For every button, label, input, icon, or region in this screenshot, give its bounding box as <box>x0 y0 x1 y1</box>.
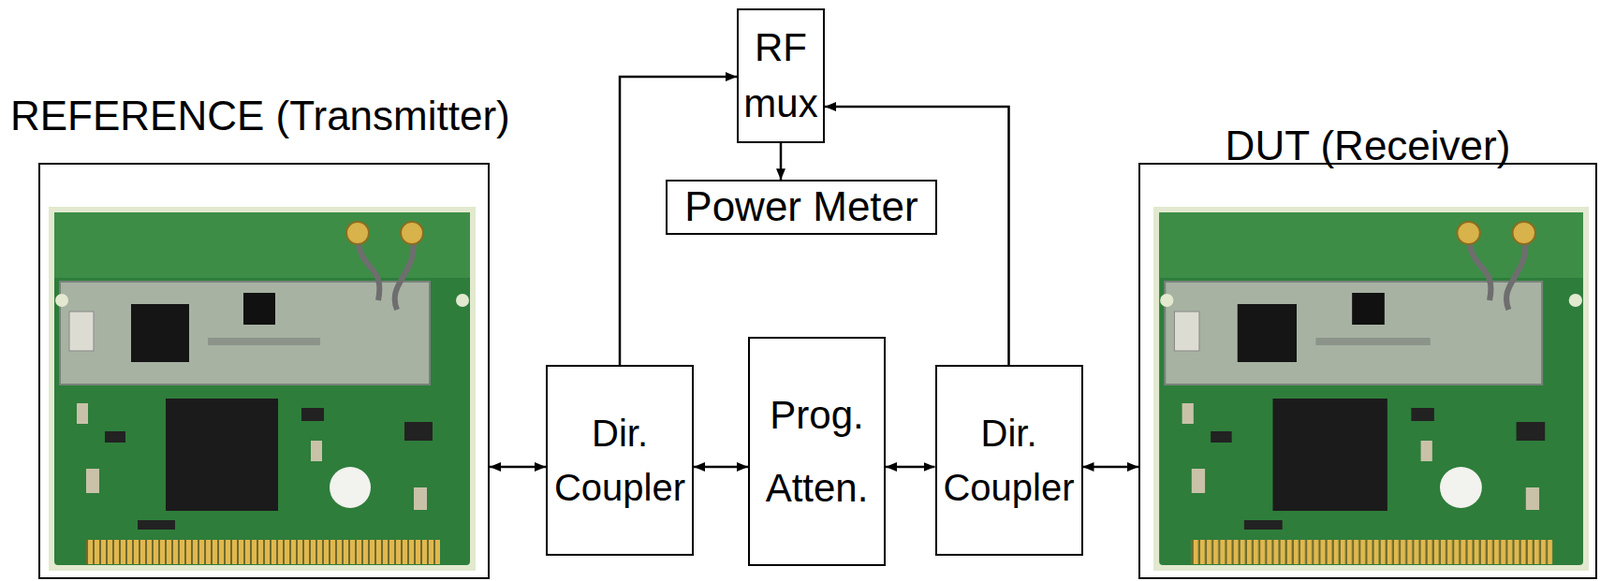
signal-connector <box>693 466 749 470</box>
coupler-box: Dir. Coupler <box>545 365 694 557</box>
transmitter-frame: REFERENCE (Transmitter) <box>38 162 490 580</box>
frame-heading: REFERENCE (Transmitter) <box>10 91 511 142</box>
signal-connector <box>885 466 936 470</box>
box-label: Dir. Coupler <box>941 406 1077 515</box>
signal-connector <box>824 106 1010 366</box>
signal-connector <box>1083 466 1140 470</box>
attenuator-box: Prog. Atten. <box>748 337 886 567</box>
dut-card-photo <box>1153 206 1589 572</box>
box-label: Dir. Coupler <box>552 406 688 515</box>
reference-card-photo <box>48 206 476 572</box>
rf-mux-box: RF mux <box>736 8 825 144</box>
box-label: Prog. Atten. <box>754 379 880 525</box>
frame-heading: DUT (Receiver) <box>1140 121 1596 172</box>
power-meter-box: Power Meter <box>665 179 938 235</box>
receiver-frame: DUT (Receiver) <box>1138 162 1598 580</box>
coupler-box: Dir. Coupler <box>935 365 1084 557</box>
box-label: RF mux <box>743 19 819 133</box>
signal-connector <box>489 466 546 470</box>
box-label: Power Meter <box>672 183 931 232</box>
signal-connector <box>779 143 783 180</box>
